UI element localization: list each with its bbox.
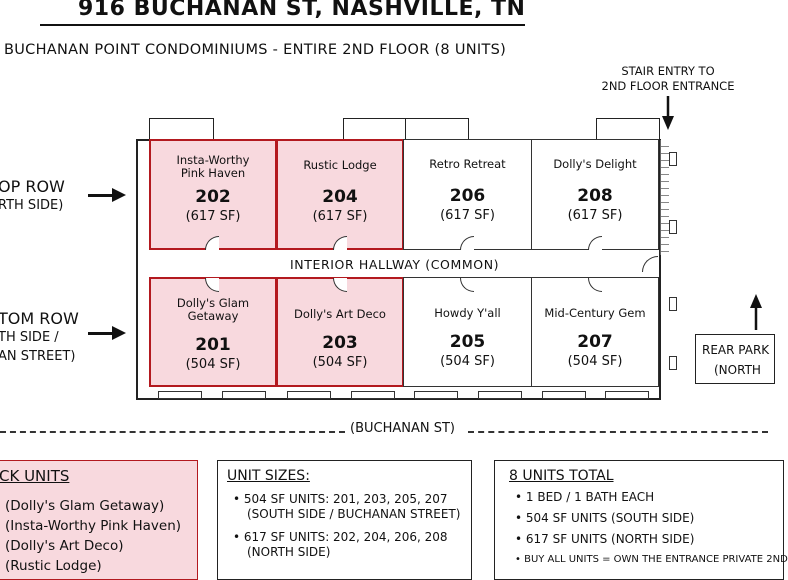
street-label: (BUCHANAN ST)	[350, 421, 455, 436]
window	[222, 391, 266, 399]
unit-name: Retro Retreat	[429, 157, 506, 171]
unit-name: Insta-Worthy Pink Haven	[176, 153, 250, 180]
window	[158, 391, 202, 399]
unit-size: (504 SF)	[185, 357, 241, 372]
window	[605, 391, 649, 399]
stair-hatch	[660, 140, 669, 255]
bottom-row-arrow-icon	[88, 326, 126, 340]
bottom-row-line3: AN STREET)	[0, 349, 76, 364]
stair-arrow-icon	[660, 96, 676, 136]
window	[287, 391, 331, 399]
unit-204: Rustic Lodge 204 (617 SF)	[276, 139, 404, 250]
stair-entry-line2: 2ND FLOOR ENTRANCE	[601, 79, 735, 93]
window	[478, 391, 522, 399]
rear-parking-label: REAR PARK (NORTH	[695, 334, 775, 384]
window	[669, 356, 677, 370]
unit-208: Dolly's Delight 208 (617 SF)	[531, 139, 659, 250]
window	[669, 152, 677, 166]
unit-name: Rustic Lodge	[303, 158, 377, 172]
door-icon	[460, 236, 474, 250]
street-line	[0, 431, 345, 433]
rear-parking-arrow-icon	[748, 294, 764, 334]
unit-207: Mid-Century Gem 207 (504 SF)	[531, 277, 659, 387]
window	[351, 391, 395, 399]
roof-bump	[149, 118, 214, 139]
unit-name: Dolly's Delight	[553, 157, 637, 171]
units-total-box: 8 UNITS TOTAL • 1 BED / 1 BATH EACH • 50…	[494, 460, 788, 580]
list-item: (Insta-Worthy Pink Haven)	[5, 518, 182, 534]
pink-units-box: CK UNITS (Dolly's Glam Getaway) (Insta-W…	[0, 460, 198, 580]
list-item: (Rustic Lodge)	[5, 558, 102, 574]
bottom-row-line2: TH SIDE /	[0, 330, 59, 345]
rear-parking-line2: (NORTH	[714, 363, 761, 377]
list-item: • 617 SF UNITS: 202, 204, 206, 208	[233, 530, 448, 544]
rear-parking-line1: REAR PARK	[702, 343, 770, 357]
unit-206: Retro Retreat 206 (617 SF)	[403, 139, 532, 250]
door-icon	[588, 236, 602, 250]
unit-number: 202	[195, 187, 231, 207]
unit-name: Howdy Y'all	[434, 306, 501, 320]
roof-bump	[343, 118, 407, 139]
unit-201: Dolly's Glam Getaway 201 (504 SF)	[149, 277, 277, 387]
window	[669, 220, 677, 234]
unit-number: 206	[449, 186, 486, 206]
unit-size: (617 SF)	[312, 209, 368, 224]
street-line	[468, 431, 768, 433]
unit-size: (504 SF)	[440, 354, 495, 369]
top-row-label: OP ROW RTH SIDE)	[0, 177, 65, 215]
unit-name: Dolly's Glam Getaway	[176, 296, 250, 323]
stair-entry-label: STAIR ENTRY TO 2ND FLOOR ENTRANCE	[598, 64, 738, 94]
pink-box-heading: CK UNITS	[0, 467, 70, 485]
hallway-label: INTERIOR HALLWAY (COMMON)	[290, 257, 500, 272]
units-total-heading: 8 UNITS TOTAL	[509, 468, 614, 484]
units-total-item: • 617 SF UNITS (NORTH SIDE)	[515, 532, 695, 546]
bottom-row-label: TOM ROW TH SIDE / AN STREET)	[0, 309, 79, 366]
unit-205: Howdy Y'all 205 (504 SF)	[403, 277, 532, 387]
unit-number: 208	[577, 186, 613, 206]
top-row-arrow-icon	[88, 188, 126, 202]
unit-sizes-item2: • 617 SF UNITS: 202, 204, 206, 208 (NORT…	[233, 530, 448, 560]
page-title: 916 BUCHANAN ST, NASHVILLE, TN	[78, 0, 526, 21]
unit-202: Insta-Worthy Pink Haven 202 (617 SF)	[149, 139, 277, 250]
unit-number: 207	[577, 332, 613, 352]
unit-203: Dolly's Art Deco 203 (504 SF)	[276, 277, 404, 387]
units-total-item: • 504 SF UNITS (SOUTH SIDE)	[515, 511, 695, 525]
unit-number: 203	[322, 333, 358, 353]
title-underline	[40, 24, 525, 26]
page-subtitle: BUCHANAN POINT CONDOMINIUMS - ENTIRE 2ND…	[4, 42, 507, 58]
unit-sizes-item1: • 504 SF UNITS: 201, 203, 205, 207 (SOUT…	[233, 492, 460, 522]
units-total-item: • 1 BED / 1 BATH EACH	[515, 490, 655, 504]
unit-number: 205	[449, 332, 486, 352]
pink-box-list: (Dolly's Glam Getaway) (Insta-Worthy Pin…	[5, 496, 181, 576]
window	[542, 391, 586, 399]
list-item: (Dolly's Glam Getaway)	[5, 498, 165, 514]
top-row-line2: RTH SIDE)	[0, 198, 64, 213]
unit-name: Dolly's Art Deco	[294, 307, 386, 321]
unit-sizes-heading: UNIT SIZES:	[227, 468, 310, 484]
unit-size: (504 SF)	[567, 354, 623, 369]
unit-size: (617 SF)	[185, 209, 241, 224]
list-item: (Dolly's Art Deco)	[5, 538, 124, 554]
unit-size: (617 SF)	[567, 208, 623, 223]
roof-bump	[596, 118, 660, 139]
unit-size: (504 SF)	[312, 355, 368, 370]
unit-size: (617 SF)	[440, 208, 495, 223]
bottom-row-line1: TOM ROW	[0, 309, 79, 328]
list-item: (NORTH SIDE)	[247, 545, 331, 559]
unit-number: 201	[195, 335, 231, 355]
roof-bump	[405, 118, 469, 139]
unit-number: 204	[322, 187, 358, 207]
stair-entry-line1: STAIR ENTRY TO	[621, 64, 715, 78]
window	[414, 391, 458, 399]
list-item: • 504 SF UNITS: 201, 203, 205, 207	[233, 492, 448, 506]
door-icon	[205, 236, 219, 250]
top-row-line1: OP ROW	[0, 177, 65, 196]
door-icon	[333, 236, 347, 250]
unit-sizes-box: UNIT SIZES: • 504 SF UNITS: 201, 203, 20…	[217, 460, 472, 580]
units-total-item: • BUY ALL UNITS = OWN THE ENTRANCE PRIVA…	[515, 554, 788, 565]
unit-name: Mid-Century Gem	[544, 306, 646, 320]
window	[669, 297, 677, 311]
list-item: (SOUTH SIDE / BUCHANAN STREET)	[247, 507, 461, 521]
